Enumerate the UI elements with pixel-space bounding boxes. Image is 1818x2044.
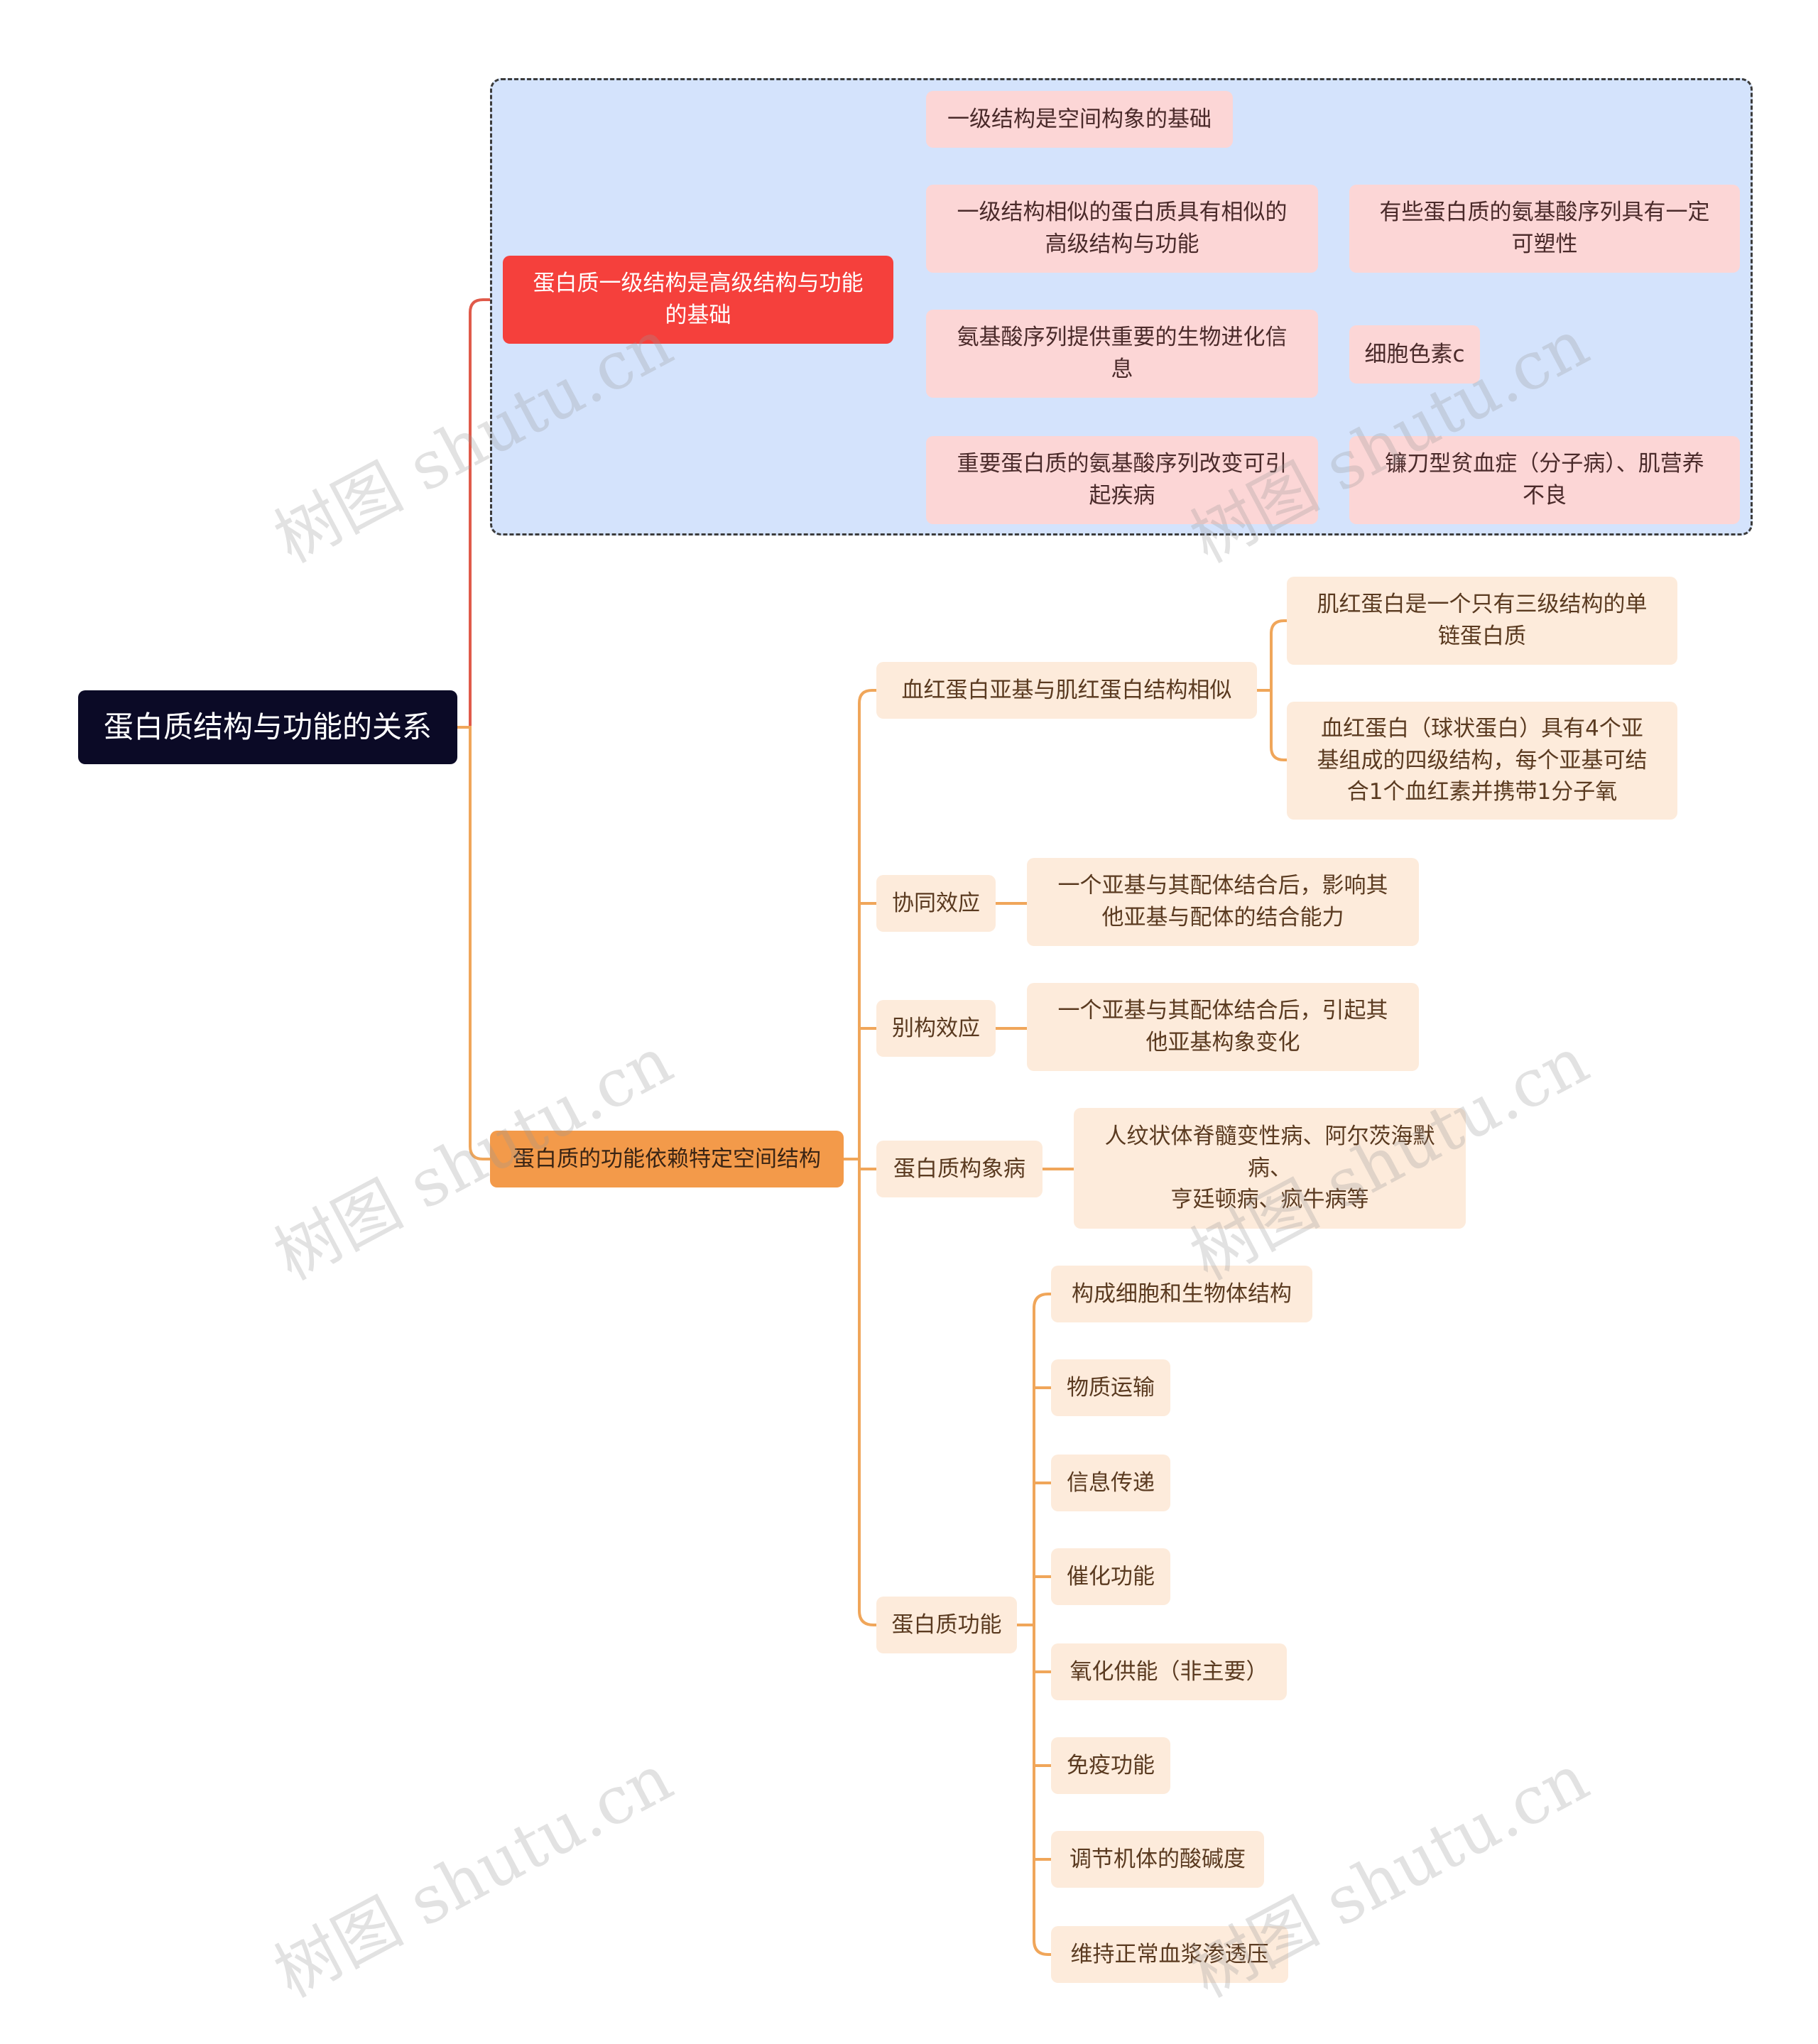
node-cytochrome-c[interactable]: 细胞色素c	[1349, 325, 1480, 384]
node-sequence-change-disease[interactable]: 重要蛋白质的氨基酸序列改变可引 起疾病	[926, 436, 1318, 524]
branch-function-depends-on-structure[interactable]: 蛋白质的功能依赖特定空间结构	[490, 1131, 844, 1187]
link-func-d1	[1033, 1293, 1052, 1626]
node-function-signaling[interactable]: 信息传递	[1051, 1455, 1170, 1511]
node-hemoglobin-myoglobin-similar[interactable]: 血红蛋白亚基与肌红蛋白结构相似	[876, 662, 1257, 719]
node-myoglobin[interactable]: 肌红蛋白是一个只有三级结构的单 链蛋白质	[1287, 577, 1677, 665]
node-primary-basis-of-conformation[interactable]: 一级结构是空间构象的基础	[926, 91, 1233, 148]
branch-primary-structure[interactable]: 蛋白质一级结构是高级结构与功能 的基础	[503, 256, 893, 344]
node-cooperative-effect[interactable]: 协同效应	[876, 875, 996, 932]
node-function-ph[interactable]: 调节机体的酸碱度	[1051, 1831, 1264, 1888]
node-function-osmotic[interactable]: 维持正常血浆渗透压	[1051, 1926, 1288, 1983]
link-hb-d2	[1270, 689, 1288, 761]
link-b2-c5	[858, 1158, 878, 1626]
node-allosteric-detail[interactable]: 一个亚基与其配体结合后，引起其 他亚基构象变化	[1027, 983, 1419, 1071]
link-root-branch2	[456, 726, 491, 1160]
link-b2-c1	[858, 689, 878, 1160]
node-sickle-cell[interactable]: 镰刀型贫血症（分子病）、肌营养 不良	[1349, 436, 1740, 524]
node-conformational-detail[interactable]: 人纹状体脊髓变性病、阿尔茨海默 病、 亨廷顿病、疯牛病等	[1074, 1108, 1466, 1229]
link-root-branch1	[456, 298, 504, 729]
link-hb-d1	[1270, 619, 1288, 692]
node-function-transport[interactable]: 物质运输	[1051, 1359, 1170, 1416]
node-allosteric-effect[interactable]: 别构效应	[876, 1000, 996, 1057]
node-function-immunity[interactable]: 免疫功能	[1051, 1737, 1170, 1794]
node-function-structure[interactable]: 构成细胞和生物体结构	[1051, 1266, 1312, 1322]
node-evolution-info[interactable]: 氨基酸序列提供重要的生物进化信 息	[926, 310, 1318, 398]
node-function-energy[interactable]: 氧化供能（非主要）	[1051, 1643, 1287, 1700]
node-conformational-disease[interactable]: 蛋白质构象病	[876, 1141, 1043, 1197]
node-hemoglobin[interactable]: 血红蛋白（球状蛋白）具有4个亚 基组成的四级结构，每个亚基可结 合1个血红素并携…	[1287, 702, 1677, 820]
node-plasticity[interactable]: 有些蛋白质的氨基酸序列具有一定 可塑性	[1349, 185, 1740, 273]
node-protein-function[interactable]: 蛋白质功能	[876, 1597, 1017, 1653]
node-similar-structure-similar-function[interactable]: 一级结构相似的蛋白质具有相似的 高级结构与功能	[926, 185, 1318, 273]
node-function-catalysis[interactable]: 催化功能	[1051, 1548, 1170, 1605]
link-func-d8	[1033, 1624, 1052, 1956]
root-node[interactable]: 蛋白质结构与功能的关系	[78, 690, 457, 764]
node-cooperative-detail[interactable]: 一个亚基与其配体结合后，影响其 他亚基与配体的结合能力	[1027, 858, 1419, 946]
